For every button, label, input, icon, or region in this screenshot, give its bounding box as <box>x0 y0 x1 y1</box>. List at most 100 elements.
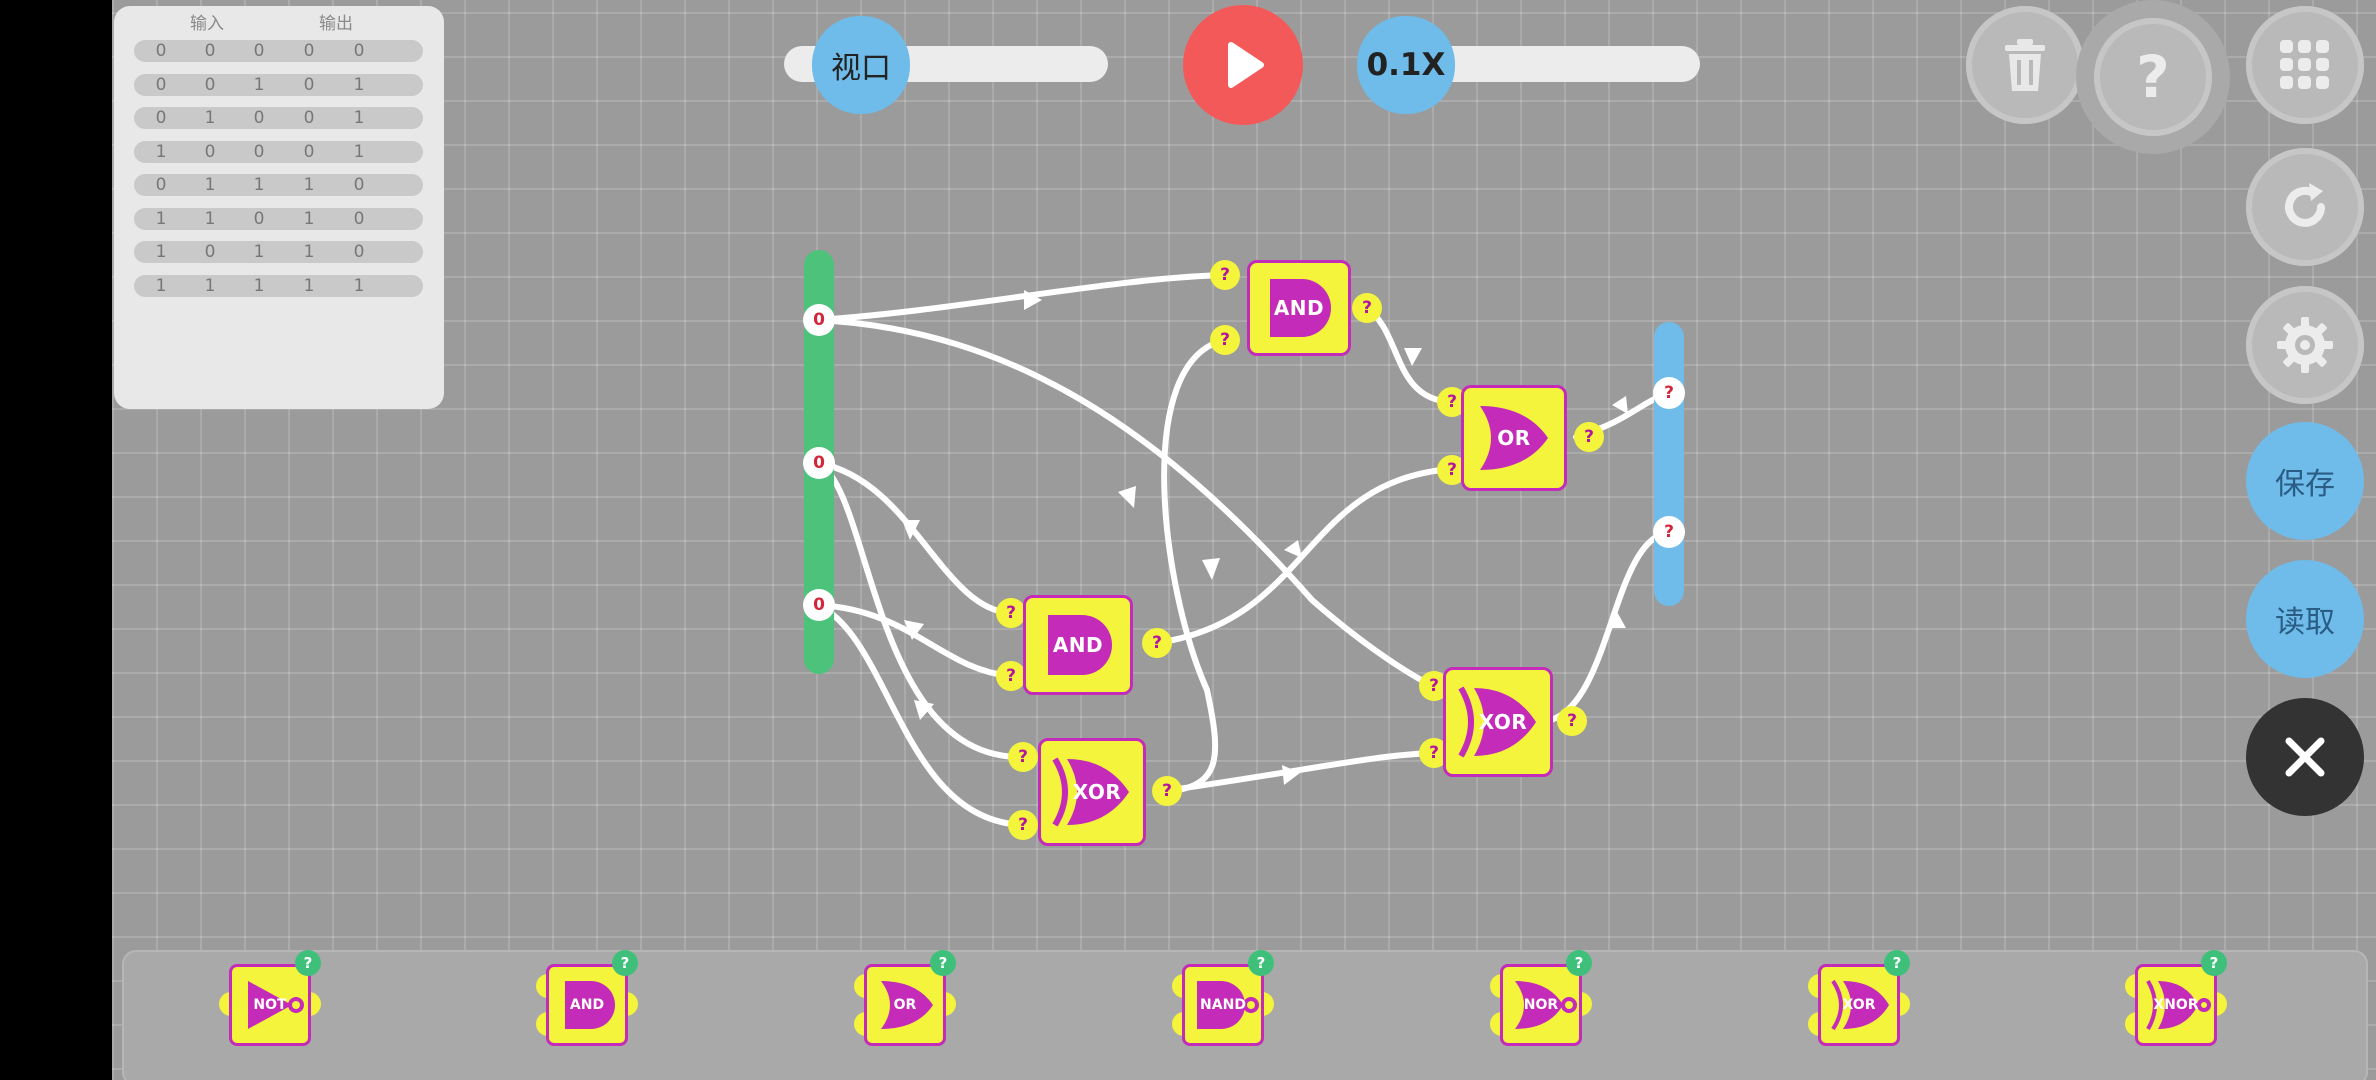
truth-table-cell: 0 <box>353 242 365 262</box>
palette-help-badge[interactable]: ? <box>1884 950 1910 976</box>
help-button[interactable]: ? <box>2076 0 2230 154</box>
gate-palette: NOT?AND?OR?NAND?NOR?XOR?XNOR? <box>122 950 2368 1080</box>
truth-table-cell: 0 <box>253 208 265 229</box>
settings-button[interactable] <box>2246 286 2364 404</box>
truth-table-cell: 0 <box>155 74 167 95</box>
truth-table-cell: 0 <box>204 41 216 61</box>
truth-table-cell: 1 <box>353 74 365 95</box>
palette-xor-gate[interactable]: XOR <box>1818 964 1900 1046</box>
truth-table-cell: 0 <box>204 242 216 262</box>
wire <box>1548 529 1672 723</box>
wire-arrow <box>1118 486 1136 508</box>
reset-button[interactable] <box>2246 148 2364 266</box>
refresh-icon <box>2285 183 2325 227</box>
and-gate-top[interactable]: AND <box>1247 260 1351 356</box>
truth-table-cell: 1 <box>204 175 216 195</box>
palette-gate-label: NOT <box>253 997 287 1013</box>
gate-input-port[interactable]: ? <box>1008 810 1038 840</box>
or-gate-right[interactable]: OR <box>1461 385 1567 491</box>
input-switch-1[interactable]: 0 <box>803 304 835 336</box>
speed-label: 0.1X <box>1366 47 1446 83</box>
gate-output-port[interactable]: ? <box>1574 422 1604 452</box>
palette-help-badge[interactable]: ? <box>1248 950 1274 976</box>
palette-gate-label: NAND <box>1200 997 1246 1013</box>
palette-and-gate[interactable]: AND <box>546 964 628 1046</box>
wire <box>815 272 1228 323</box>
wire <box>815 460 1026 761</box>
input-switch-2[interactable]: 0 <box>803 447 835 479</box>
xor-gate-low[interactable]: XOR <box>1038 738 1146 846</box>
wire-arrow <box>914 700 934 720</box>
truth-table-cell: 1 <box>155 208 167 229</box>
gate-input-port[interactable]: ? <box>1210 260 1240 290</box>
wire <box>815 460 1014 616</box>
truth-table-cell: 0 <box>353 41 365 61</box>
truth-table-cell: 1 <box>303 175 315 195</box>
truth-table-cell: 0 <box>253 141 265 162</box>
menu-grid-button[interactable] <box>2246 6 2364 124</box>
save-button[interactable]: 保存 <box>2246 422 2364 540</box>
palette-help-badge[interactable]: ? <box>930 950 956 976</box>
gate-input-port[interactable]: ? <box>1210 325 1240 355</box>
palette-help-badge[interactable]: ? <box>2201 950 2227 976</box>
wire-layer <box>815 272 1672 828</box>
truth-table-cell: 0 <box>155 175 167 195</box>
delete-button[interactable] <box>1966 6 2084 124</box>
palette-gate-label: AND <box>569 997 605 1013</box>
play-button[interactable] <box>1183 5 1303 125</box>
load-label: 读取 <box>2275 605 2335 640</box>
xor-gate-right[interactable]: XOR <box>1443 667 1553 777</box>
viewport-slider-handle[interactable]: 视口 <box>812 16 910 114</box>
truth-table-cell: 1 <box>155 242 167 262</box>
gate-input-port[interactable]: ? <box>1008 742 1038 772</box>
palette-help-badge[interactable]: ? <box>612 950 638 976</box>
speed-slider-handle[interactable]: 0.1X <box>1357 16 1455 114</box>
truth-table-cell: 0 <box>155 108 167 128</box>
load-button[interactable]: 读取 <box>2246 560 2364 678</box>
wire-arrow <box>1024 290 1042 310</box>
gate-output-port[interactable]: ? <box>1557 706 1587 736</box>
palette-nand-gate[interactable]: NAND <box>1182 964 1264 1046</box>
palette-gate-label: XNOR <box>2153 997 2199 1013</box>
wire-arrow <box>1202 558 1220 580</box>
truth-table-cell: 1 <box>253 74 265 95</box>
truth-table-cell: 0 <box>204 74 216 95</box>
palette-not-gate[interactable]: NOT <box>229 964 311 1046</box>
and-gate-middle[interactable]: AND <box>1023 595 1133 695</box>
truth-table-cell: 0 <box>303 141 315 162</box>
wire-arrow <box>904 620 924 640</box>
palette-or-gate[interactable]: OR <box>864 964 946 1046</box>
gate-input-port[interactable]: ? <box>996 598 1026 628</box>
input-switch-3[interactable]: 0 <box>803 589 835 621</box>
palette-help-badge[interactable]: ? <box>1566 950 1592 976</box>
truth-table-cell: 0 <box>253 108 265 128</box>
gate-input-port[interactable]: ? <box>996 661 1026 691</box>
left-black-bar <box>0 0 112 1080</box>
palette-gate-label: NOR <box>1523 997 1559 1013</box>
gate-output-port[interactable]: ? <box>1142 628 1172 658</box>
gate-output-port[interactable]: ? <box>1352 293 1382 323</box>
truth-table-cell: 1 <box>253 242 265 262</box>
truth-table-cell: 1 <box>303 242 315 262</box>
palette-gate-label: OR <box>893 997 917 1013</box>
truth-table-cell: 0 <box>353 208 365 229</box>
truth-table-row: 1 0 1 1 0 <box>134 241 423 263</box>
truth-table-cell: 1 <box>155 275 167 296</box>
wire <box>1154 466 1455 646</box>
wire <box>1154 750 1437 795</box>
truth-table-output-header: 输出 <box>319 14 353 34</box>
palette-nor-gate[interactable]: NOR <box>1500 964 1582 1046</box>
gate-output-port[interactable]: ? <box>1152 776 1182 806</box>
truth-table-cell: 0 <box>204 141 216 162</box>
truth-table-cell: 0 <box>303 41 315 61</box>
palette-xnor-gate[interactable]: XNOR <box>2135 964 2217 1046</box>
palette-help-badge[interactable]: ? <box>295 950 321 976</box>
close-button[interactable] <box>2246 698 2364 816</box>
wire <box>815 602 1014 679</box>
